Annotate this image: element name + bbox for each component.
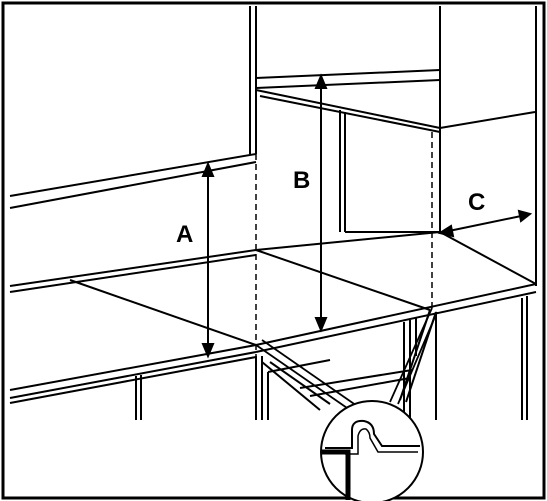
dimension-a (201, 161, 215, 359)
niche-cabinet (255, 6, 537, 286)
dimension-c (437, 209, 533, 238)
lower-cabinets (135, 296, 528, 420)
label-c: C (468, 189, 485, 216)
dimension-b (314, 73, 328, 333)
detail-magnifier (320, 400, 424, 501)
worktop (9, 231, 537, 404)
detail-leaders (255, 307, 438, 411)
left-wall-cabinet (9, 6, 257, 209)
label-a: A (176, 221, 193, 248)
label-b: B (293, 167, 310, 194)
